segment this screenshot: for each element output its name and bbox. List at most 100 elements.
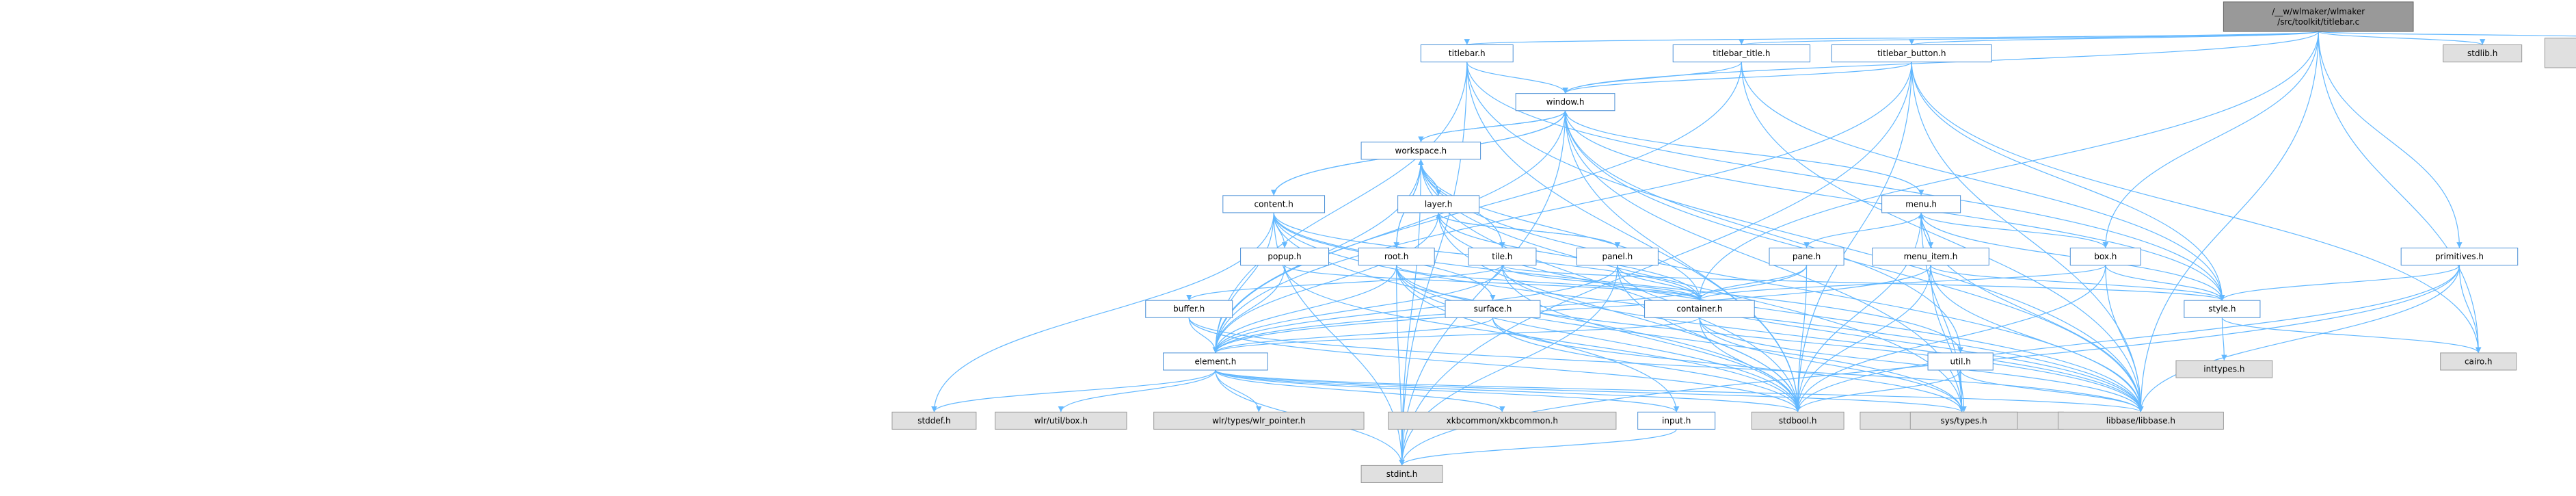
edge-container_h-to-wayland_h bbox=[1699, 317, 1965, 413]
node-box bbox=[1420, 44, 1514, 63]
node-titlebar-title-h[interactable]: titlebar_title.h bbox=[1672, 44, 1811, 63]
node-label: titlebar_button.h bbox=[1877, 49, 1946, 58]
node-workspace-h[interactable]: workspace.h bbox=[1360, 142, 1481, 160]
node-container-h[interactable]: container.h bbox=[1644, 300, 1755, 318]
node-primitives-h[interactable]: primitives.h bbox=[2400, 248, 2519, 266]
node-box bbox=[1927, 352, 1994, 371]
node-box bbox=[1358, 248, 1435, 266]
node-box bbox=[995, 411, 1127, 430]
edge-menu_h-to-box_h bbox=[1920, 212, 2108, 248]
node-label: tile.h bbox=[1492, 252, 1512, 261]
node-box-h[interactable]: box.h bbox=[2069, 248, 2141, 266]
node-titlebar-button-h[interactable]: titlebar_button.h bbox=[1831, 44, 1992, 63]
node-box bbox=[1881, 195, 1961, 213]
node-label: input.h bbox=[1662, 416, 1691, 426]
edge-container_h-to-libbase_h bbox=[1699, 317, 2144, 413]
edge-element_h-to-wayland_h bbox=[1215, 369, 1965, 413]
edge-tile_h-to-style_h bbox=[1501, 265, 2225, 301]
node-box bbox=[1515, 93, 1615, 112]
edge-util_h-to-libbase_h bbox=[1960, 369, 2144, 413]
node-label: menu.h bbox=[1905, 199, 1937, 209]
edge-panel_h-to-element_h bbox=[1212, 265, 1618, 353]
edge-content_h-to-element_h bbox=[1212, 212, 1274, 353]
node-box bbox=[1872, 248, 1989, 266]
node-label: wlr/util/box.h bbox=[1034, 416, 1088, 426]
node-box bbox=[1153, 411, 1365, 430]
edge-titlebar_h-to-element_h bbox=[1212, 62, 1468, 353]
edge-tile_h-to-buffer_h bbox=[1186, 265, 1503, 301]
edge-titlebar_c-to-box_h bbox=[2102, 31, 2319, 248]
node-box bbox=[1145, 300, 1233, 318]
edge-root_h-to-stdint_h bbox=[1396, 265, 1405, 466]
edge-style_h-to-cairo_h bbox=[2221, 317, 2482, 354]
node-box bbox=[2175, 360, 2273, 378]
node-label: stddef.h bbox=[917, 416, 950, 426]
edge-titlebar_c-to-window_h bbox=[1562, 31, 2319, 94]
node-inttypes-h: inttypes.h bbox=[2175, 360, 2273, 378]
edge-box_h-to-container_h bbox=[1696, 265, 2106, 301]
node-tile-h[interactable]: tile.h bbox=[1468, 248, 1537, 266]
node-label: xkbcommon/xkbcommon.h bbox=[1447, 416, 1558, 426]
edge-root_h-to-container_h bbox=[1396, 265, 1702, 301]
node-box bbox=[2223, 1, 2414, 32]
node-label: wlr/types/wlr_pointer.h bbox=[1212, 416, 1306, 426]
node-box bbox=[2400, 248, 2519, 266]
edge-buffer_h-to-stdbool_h bbox=[1188, 317, 1801, 413]
edge-titlebar_button_h-to-window_h bbox=[1562, 62, 1912, 94]
node-util-h[interactable]: util.h bbox=[1927, 352, 1994, 371]
edge-container_h-to-stdbool_h bbox=[1699, 317, 1801, 413]
edge-tile_h-to-libbase_h bbox=[1501, 265, 2144, 413]
node-content-h[interactable]: content.h bbox=[1222, 195, 1326, 213]
node-layer-h[interactable]: layer.h bbox=[1397, 195, 1480, 213]
node-titlebar-h[interactable]: titlebar.h bbox=[1420, 44, 1514, 63]
edge-menu_item_h-to-menu_h bbox=[1918, 212, 1931, 248]
edge-titlebar_c-to-primitives_h bbox=[2318, 31, 2463, 248]
edge-titlebar_c-to-libbase_h bbox=[2138, 31, 2319, 413]
node-window-h[interactable]: window.h bbox=[1515, 93, 1615, 112]
node-box bbox=[1576, 248, 1659, 266]
node-box bbox=[1751, 411, 1844, 430]
node-label: menu_item.h bbox=[1904, 252, 1958, 261]
edge-window_h-to-menu_h bbox=[1564, 110, 1924, 196]
edge-titlebar_c-to-stdlib_h bbox=[2318, 31, 2486, 46]
node-pane-h[interactable]: pane.h bbox=[1769, 248, 1844, 266]
node-box bbox=[1240, 248, 1329, 266]
edge-root_h-to-element_h bbox=[1212, 265, 1397, 353]
edge-titlebar_c-to-titlebar_title_h bbox=[1739, 31, 2319, 46]
edge-titlebar_button_h-to-cairo_h bbox=[1911, 62, 2482, 353]
edge-style_h-to-inttypes_h bbox=[2221, 317, 2227, 361]
node-root-h[interactable]: root.h bbox=[1358, 248, 1435, 266]
node-box bbox=[2544, 38, 2576, 68]
node-titlebar-c: /__w/wlmaker/wlmaker/src/toolkit/titleba… bbox=[2223, 1, 2414, 32]
edge-pane_h-to-container_h bbox=[1696, 265, 1808, 301]
edge-box_h-to-stdbool_h bbox=[1795, 265, 2106, 413]
edge-titlebar_title_h-to-window_h bbox=[1562, 62, 1742, 94]
node-label: util.h bbox=[1950, 356, 1970, 366]
node-label: libbase/libbase.h bbox=[2106, 416, 2175, 426]
edge-titlebar_c-to-wlr_buffer_h bbox=[2318, 31, 2576, 37]
node-box bbox=[2440, 352, 2517, 371]
node-label: stdint.h bbox=[1386, 469, 1418, 479]
edge-menu_item_h-to-wayland_h bbox=[1930, 265, 1965, 413]
node-buffer-h[interactable]: buffer.h bbox=[1145, 300, 1233, 318]
node-style-h[interactable]: style.h bbox=[2184, 300, 2261, 318]
node-box bbox=[1831, 44, 1992, 63]
node-popup-h[interactable]: popup.h bbox=[1240, 248, 1329, 266]
node-label: /__w/wlmaker/wlmaker bbox=[2272, 7, 2365, 16]
node-input-h[interactable]: input.h bbox=[1637, 411, 1716, 430]
node-menu-item-h[interactable]: menu_item.h bbox=[1872, 248, 1989, 266]
nodes-layer: /__w/wlmaker/wlmaker/src/toolkit/titleba… bbox=[891, 1, 2576, 483]
node-panel-h[interactable]: panel.h bbox=[1576, 248, 1659, 266]
edge-root_h-to-input_h bbox=[1396, 265, 1680, 413]
edge-popup_h-to-container_h bbox=[1284, 265, 1702, 301]
edge-element_h-to-xkbcommon_h bbox=[1215, 369, 1505, 413]
node-label: root.h bbox=[1384, 252, 1408, 261]
node-surface-h[interactable]: surface.h bbox=[1445, 300, 1541, 318]
edge-surface_h-to-stdbool_h bbox=[1492, 317, 1801, 413]
edge-popup_h-to-element_h bbox=[1212, 265, 1285, 353]
node-element-h[interactable]: element.h bbox=[1163, 352, 1268, 371]
node-menu-h[interactable]: menu.h bbox=[1881, 195, 1961, 213]
node-label: /src/toolkit/titlebar.c bbox=[2277, 17, 2359, 27]
